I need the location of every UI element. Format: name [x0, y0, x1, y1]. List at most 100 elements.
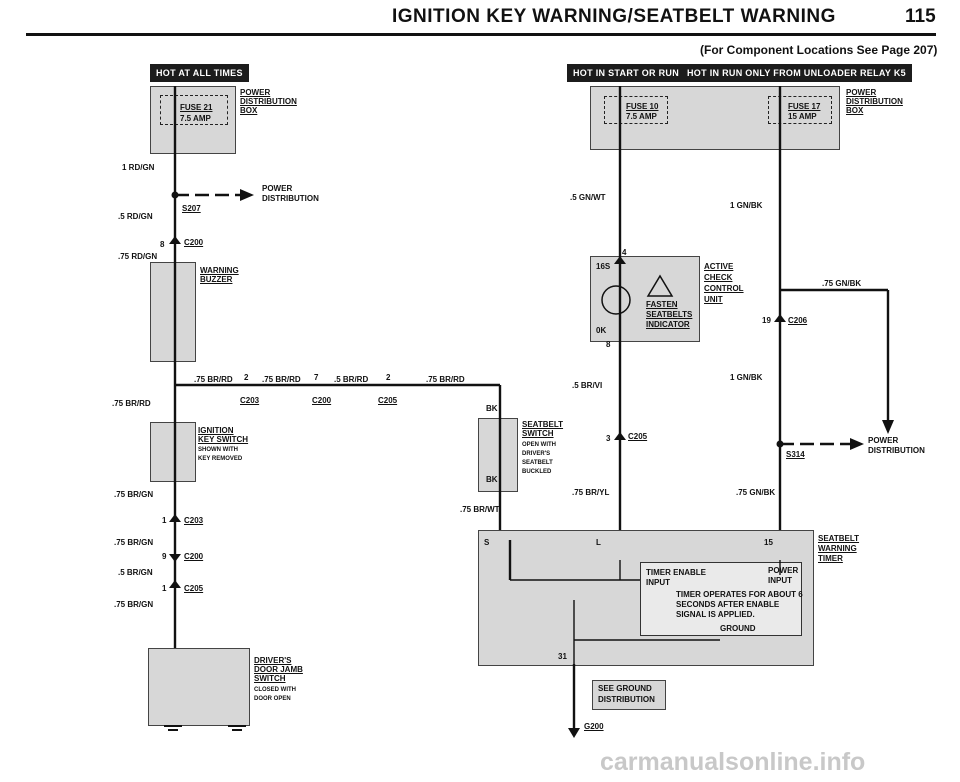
bk-top: BK — [486, 404, 498, 413]
page-title: IGNITION KEY WARNING/SEATBELT WARNING — [392, 6, 836, 27]
wire-5gnwt: .5 GN/WT — [570, 193, 606, 202]
c200b-label: C200 — [184, 552, 204, 561]
pin-2a: 2 — [244, 373, 249, 382]
c203-h-label: C203 — [240, 396, 260, 405]
c205-right-label: C205 — [628, 432, 648, 441]
power-dist-box-l2: DISTRIBUTION — [240, 97, 297, 106]
s207-label: S207 — [182, 204, 201, 213]
wire-75brrd-left: .75 BR/RD — [112, 399, 151, 408]
power-dist-arrow-right — [850, 438, 864, 450]
pin-7: 7 — [314, 373, 319, 382]
c206-arrow — [882, 420, 894, 434]
bk-bottom: BK — [486, 475, 498, 484]
c205-h-label: C205 — [378, 396, 398, 405]
s207-splice — [171, 191, 179, 199]
timer-label-l1: SEATBELT — [818, 534, 860, 543]
pin4-connector — [614, 256, 626, 264]
seatbelt-note-l1: OPEN WITH — [522, 442, 556, 448]
c203-connector — [169, 514, 181, 522]
c205-left-label: C205 — [184, 584, 204, 593]
fasten-l1: FASTEN — [646, 300, 678, 309]
banner-hot-run-k5: HOT IN RUN ONLY FROM UNLOADER RELAY K5 — [681, 64, 912, 82]
acc-l2: CHECK — [704, 273, 733, 282]
g200-label: G200 — [584, 722, 604, 731]
s314-label: S314 — [786, 450, 805, 459]
timer-enable-l1: TIMER ENABLE — [646, 568, 706, 577]
lamp-icon — [601, 285, 631, 315]
fuse-10-label: FUSE 10 — [626, 102, 659, 111]
wire-5rdgn: .5 RD/GN — [118, 212, 153, 221]
c205-connector — [614, 432, 626, 440]
c200-h-label: C200 — [312, 396, 332, 405]
wire-75bryl: .75 BR/YL — [572, 488, 610, 497]
timer-desc-l2: SECONDS AFTER ENABLE — [676, 600, 780, 609]
g200-ground — [568, 728, 580, 738]
door-jamb-switch-box — [148, 648, 250, 726]
terminal-16s: 16S — [596, 262, 611, 271]
door-switch-l1: DRIVER'S — [254, 656, 292, 665]
wire-75brgn-3: .75 BR/GN — [114, 600, 154, 609]
acc-l4: UNIT — [704, 295, 723, 304]
c203-label: C203 — [184, 516, 204, 525]
c206-connector — [774, 314, 786, 322]
terminal-s: S — [484, 538, 490, 547]
wire-5brgn: .5 BR/GN — [118, 568, 153, 577]
banner-hot-start-run: HOT IN START OR RUN — [567, 64, 686, 82]
power-input-l2: INPUT — [768, 576, 792, 585]
ignition-note-l2: KEY REMOVED — [198, 456, 243, 462]
wire-75brgn-2: .75 BR/GN — [114, 538, 154, 547]
power-dist-box-l3: BOX — [240, 106, 258, 115]
power-dist-arrow-r2: DISTRIBUTION — [868, 446, 925, 455]
banner-hot-all-times: HOT AT ALL TIMES — [150, 64, 249, 82]
terminal-0k: 0K — [596, 326, 607, 335]
power-dist-arrow-l2: DISTRIBUTION — [262, 194, 319, 203]
c203-pin: 1 — [162, 516, 167, 525]
wire-75brrd-b: .75 BR/RD — [262, 375, 301, 384]
wire-1gnbk-b: 1 GN/BK — [730, 373, 763, 382]
seatbelt-person-icon — [646, 274, 674, 297]
fuse-10-amp: 7.5 AMP — [626, 112, 657, 121]
seatbelt-note-l3: SEATBELT — [522, 460, 553, 466]
wire-75rdgn: .75 RD/GN — [118, 252, 158, 261]
power-dist-box-r2: DISTRIBUTION — [846, 97, 903, 106]
door-note-l2: DOOR OPEN — [254, 696, 291, 702]
timer-enable-l2: INPUT — [646, 578, 670, 587]
ignition-switch-l1: IGNITION — [198, 426, 234, 435]
timer-label-l2: WARNING — [818, 544, 857, 553]
ignition-switch-l2: KEY SWITCH — [198, 435, 249, 444]
c200-label: C200 — [184, 238, 204, 247]
c205-right-pin: 3 — [606, 434, 611, 443]
timer-logic-panel — [640, 562, 802, 636]
acc-l3: CONTROL — [704, 284, 744, 293]
fuse-17-label: FUSE 17 — [788, 102, 821, 111]
wire-5brvi: .5 BR/VI — [572, 381, 603, 390]
c205-left-pin: 1 — [162, 584, 167, 593]
fuse-21-box — [160, 95, 228, 125]
terminal-l: L — [596, 538, 601, 547]
timer-desc-l1: TIMER OPERATES FOR ABOUT 6 — [676, 590, 803, 599]
page-number: 115 — [905, 6, 936, 27]
wire-75gnbk-a: .75 GN/BK — [822, 279, 862, 288]
warning-buzzer-l1: WARNING — [200, 266, 239, 275]
fasten-l3: INDICATOR — [646, 320, 690, 329]
c206-pin: 19 — [762, 316, 771, 325]
s314-splice — [776, 440, 784, 448]
fuse-17-amp: 15 AMP — [788, 112, 817, 121]
wire-75brrd-c: .75 BR/RD — [426, 375, 465, 384]
terminal-15: 15 — [764, 538, 773, 547]
seatbelt-switch-l1: SEATBELT — [522, 420, 564, 429]
see-ground-l2: DISTRIBUTION — [598, 695, 655, 704]
power-dist-box-r3: BOX — [846, 106, 864, 115]
power-dist-arrow-l1: POWER — [262, 184, 293, 193]
c200b-pin: 9 — [162, 552, 167, 561]
door-note-l1: CLOSED WITH — [254, 687, 296, 693]
power-distribution-box-left — [150, 86, 236, 154]
fuse-21-amp: 7.5 AMP — [180, 114, 211, 123]
watermark: carmanualsonline.info — [600, 748, 866, 776]
terminal-31: 31 — [558, 652, 567, 661]
c200-connector — [169, 236, 181, 244]
door-switch-l2: DOOR JAMB — [254, 665, 303, 674]
page-subtitle: (For Component Locations See Page 207) — [700, 43, 938, 57]
fuse-17-box — [768, 96, 832, 124]
